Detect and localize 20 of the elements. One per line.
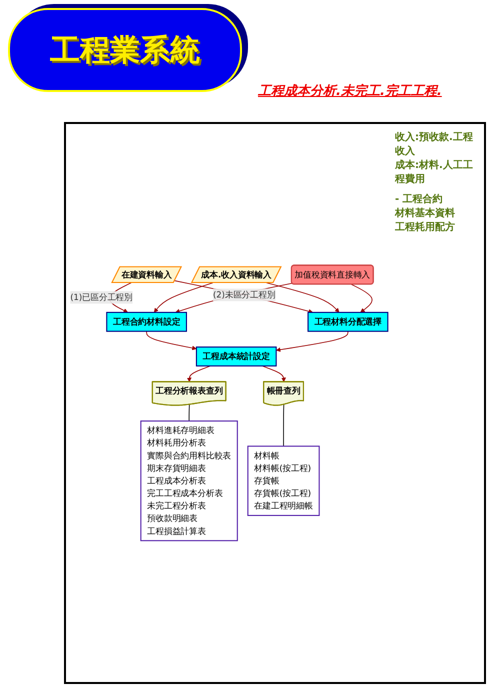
subtitle: 工程成本分析.未完工.完工工程. [258, 82, 442, 100]
node-box: 工程材料分配選擇 [308, 312, 388, 332]
node-box: 工程合約材料設定 [106, 312, 187, 332]
note-text: 成本:材料.人工工程費用 [395, 158, 474, 186]
arrow [174, 280, 314, 314]
edge-label: (2)未區分工程別 [213, 290, 276, 300]
node-box: 材料帳 材料帳(按工程) 存貨帳 存貨帳(按工程) 在建工程明細帳 [247, 446, 320, 516]
note-text: 收入:預收款.工程收入 [395, 130, 474, 158]
note-text: - 工程合約 [395, 192, 444, 206]
edge-label: (1)已區分工程別 [70, 292, 132, 302]
arrow [276, 331, 348, 352]
note-text: 工程耗用配方 [395, 220, 456, 234]
connector [188, 404, 190, 422]
connector [283, 404, 284, 447]
arrow [350, 284, 372, 313]
arrow [146, 331, 197, 350]
node-box: 工程成本統計設定 [196, 346, 277, 367]
arrow [154, 282, 214, 313]
node-box: 材料進耗存明細表 材料耗用分析表 實際與合約用料比較表 期末存貨明細表 工程成本分析表 完工工程成本分析表 未完工程分析表 預收款明細表 工程損益計算表 [140, 420, 238, 542]
note-text: 材料基本資料 [395, 206, 456, 220]
